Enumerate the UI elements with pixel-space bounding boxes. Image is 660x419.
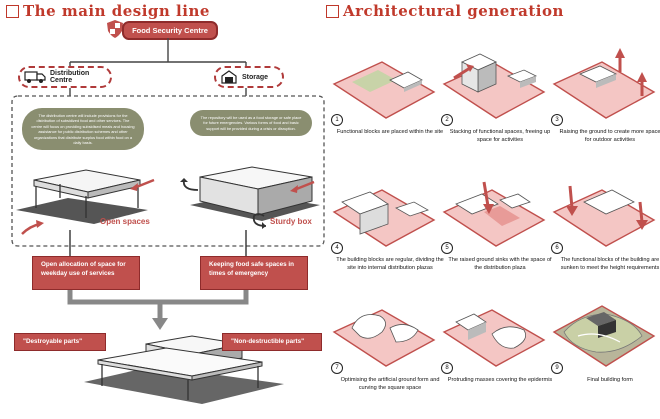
title-box-icon-2 (326, 4, 339, 18)
step-2-illustration (442, 53, 546, 119)
sturdy-box-text: Sturdy box (270, 217, 312, 226)
step-2-number: 2 (441, 114, 453, 126)
step-3-caption: Raising the ground to create more space … (559, 129, 660, 143)
arrow-left-icon (130, 178, 155, 191)
curved-return-icon (252, 213, 267, 229)
left-section-title: The main design line (6, 2, 210, 20)
destroyable-parts-text: "Destroyable parts" (23, 338, 83, 345)
step-6-number: 6 (551, 242, 563, 254)
right-title-text: Architectural generation (343, 2, 564, 20)
distribution-centre-label: Distribution Centre (50, 70, 90, 84)
right-section-title: Architectural generation (326, 2, 564, 20)
open-allocation-box: Open allocation of space for weekday use… (32, 256, 140, 290)
step-9-number: 9 (551, 362, 563, 374)
distribution-note: The distribution centre will include pro… (22, 108, 144, 151)
step-8-number: 8 (441, 362, 453, 374)
food-safe-spaces-box: Keeping food safe spaces in times of eme… (200, 256, 308, 290)
step-4-illustration (332, 189, 436, 247)
combined-building-illustration (84, 335, 284, 404)
shield-logo-icon (107, 20, 123, 38)
food-security-centre-badge: Food Security Centre (122, 21, 218, 40)
step-7-number: 7 (331, 362, 343, 374)
step-5-number: 5 (441, 242, 453, 254)
step-8-caption: Protruding masses covering the epidermis (447, 377, 553, 383)
open-frame-building-illustration (16, 169, 148, 224)
step-3-illustration (552, 48, 656, 119)
distribution-centre-tag: Distribution Centre (18, 66, 112, 88)
step-7-illustration (332, 309, 436, 367)
warehouse-icon (221, 70, 237, 84)
step-6-caption: The functional blocks of the building ar… (560, 257, 660, 271)
storage-tag: Storage (214, 66, 284, 88)
storage-note-text: The repository will be used as a food st… (200, 115, 302, 131)
step-1-number: 1 (331, 114, 343, 126)
sturdy-box-label: Sturdy box (270, 217, 312, 226)
non-destructible-parts-label: "Non-destructible parts" (222, 333, 322, 351)
step-1-caption: Functional blocks are placed within the … (336, 129, 444, 135)
distribution-note-text: The distribution centre will include pro… (31, 113, 135, 146)
destroyable-parts-label: "Destroyable parts" (14, 333, 106, 351)
step-6-illustration (552, 185, 656, 247)
step-3-number: 3 (551, 114, 563, 126)
open-allocation-text: Open allocation of space for weekday use… (41, 261, 126, 277)
non-destructible-parts-text: "Non-destructible parts" (231, 338, 305, 345)
storage-note: The repository will be used as a food st… (190, 110, 312, 137)
step-4-number: 4 (331, 242, 343, 254)
step-9-caption: Final building form (587, 377, 633, 383)
step-5-illustration (442, 181, 546, 247)
step-1-illustration (332, 61, 436, 119)
title-box-icon (6, 4, 19, 18)
arrow-right-icon (290, 180, 315, 193)
arrow-up-right-icon (21, 220, 44, 235)
curved-arrow-icon (180, 178, 199, 191)
step-9-illustration (552, 305, 656, 367)
food-safe-spaces-text: Keeping food safe spaces in times of eme… (209, 261, 295, 277)
truck-icon (24, 71, 46, 83)
left-title-text: The main design line (23, 2, 210, 20)
storage-label: Storage (242, 73, 269, 81)
food-security-centre-label: Food Security Centre (132, 26, 208, 35)
step-7-caption: Optimising the artificial ground form an… (340, 377, 440, 391)
sturdy-box-illustration (190, 166, 320, 221)
step-2-caption: Stacking of functional spaces, freeing u… (449, 129, 551, 143)
step-4-caption: The building blocks are regular, dividin… (336, 257, 444, 271)
step-8-illustration (442, 309, 546, 367)
open-spaces-label: Open spaces (100, 217, 150, 226)
step-5-caption: The raised ground sinks with the space o… (448, 257, 552, 271)
open-spaces-text: Open spaces (100, 217, 150, 226)
